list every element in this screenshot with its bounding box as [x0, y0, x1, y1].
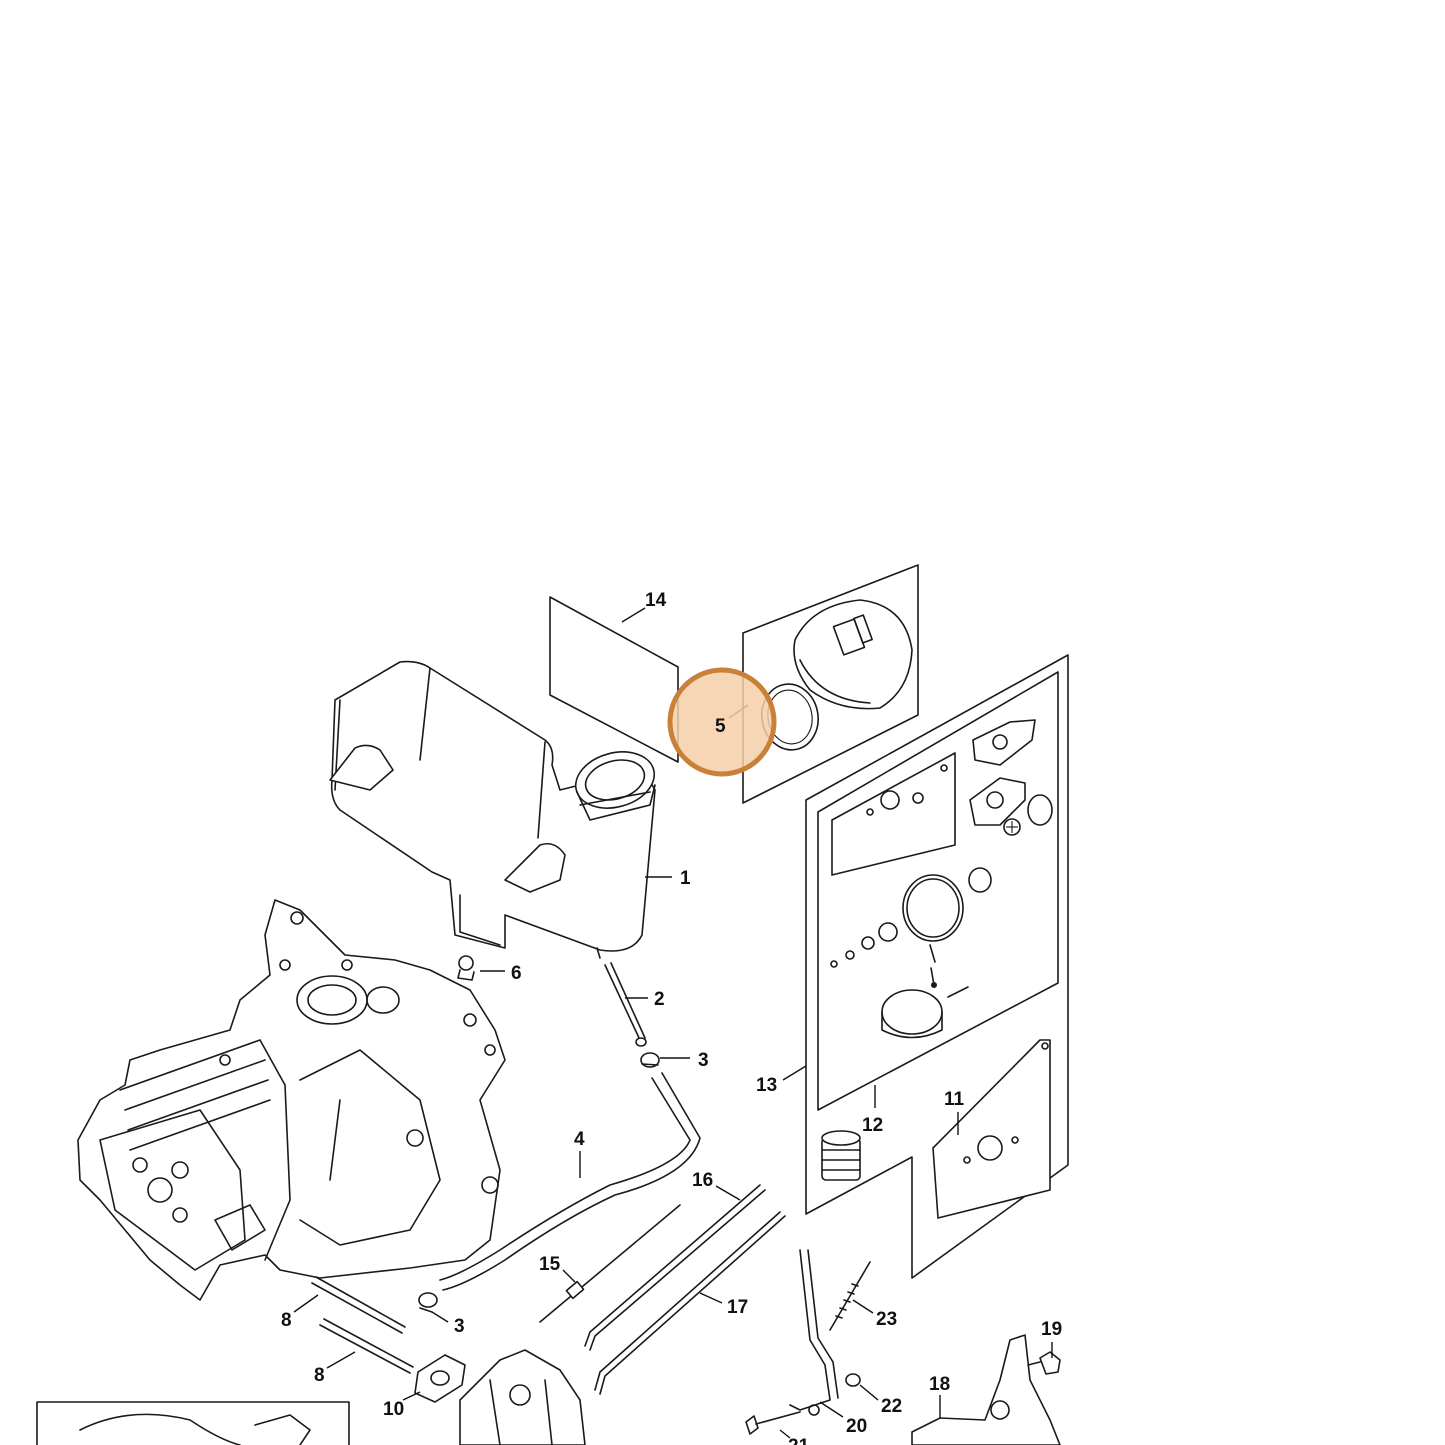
governor-lever-20[interactable]	[789, 1249, 839, 1416]
bracket-18[interactable]	[911, 1334, 1061, 1445]
highlight-marker[interactable]	[667, 667, 777, 777]
callout-3-upper[interactable]: 3	[698, 1050, 709, 1071]
bolt-6[interactable]	[457, 955, 475, 981]
callout-8-lower[interactable]: 8	[314, 1365, 325, 1386]
callout-19[interactable]: 19	[1041, 1319, 1062, 1340]
callout-6[interactable]: 6	[511, 963, 522, 984]
gasket-10[interactable]	[414, 1354, 466, 1403]
gasket-11[interactable]	[932, 1039, 1051, 1219]
stud-8-lower[interactable]	[319, 1318, 414, 1374]
fuel-hose-4[interactable]	[439, 1072, 701, 1291]
callout-4[interactable]: 4	[574, 1129, 585, 1150]
callout-1[interactable]: 1	[680, 868, 691, 889]
callout-2[interactable]: 2	[654, 989, 665, 1010]
rod-15[interactable]	[539, 1204, 681, 1323]
callout-14[interactable]: 14	[645, 590, 667, 611]
kit-12-panel[interactable]	[817, 671, 1059, 1111]
filter-element[interactable]	[821, 1130, 861, 1181]
bolt-19[interactable]	[1027, 1351, 1061, 1375]
callout-16[interactable]: 16	[692, 1170, 713, 1191]
spring-23[interactable]	[829, 1261, 871, 1331]
fuel-tank[interactable]	[329, 660, 661, 959]
callout-17[interactable]: 17	[727, 1297, 748, 1318]
bottom-left-kit-panel[interactable]	[36, 1401, 350, 1445]
callout-11[interactable]: 11	[944, 1089, 965, 1110]
linkage-rod-16[interactable]	[584, 1184, 766, 1351]
callout-22[interactable]: 22	[881, 1396, 902, 1417]
callout-20[interactable]: 20	[846, 1416, 867, 1437]
callout-10[interactable]: 10	[383, 1399, 404, 1420]
engine-block[interactable]	[77, 899, 506, 1301]
hose-clamp-3-upper[interactable]	[640, 1052, 660, 1068]
leader-lines	[293, 607, 1053, 1439]
callout-23[interactable]: 23	[876, 1309, 897, 1330]
stud-8-upper[interactable]	[311, 1276, 406, 1334]
carburetor[interactable]	[459, 1349, 586, 1445]
callout-8-upper[interactable]: 8	[281, 1310, 292, 1331]
linkage-rod-17[interactable]	[594, 1211, 786, 1395]
callout-5[interactable]: 5	[715, 716, 726, 737]
callout-12[interactable]: 12	[862, 1115, 883, 1136]
callout-18[interactable]: 18	[929, 1374, 950, 1395]
kit-14-gasket-card[interactable]	[549, 596, 679, 763]
callout-15[interactable]: 15	[539, 1254, 561, 1275]
callout-3-lower[interactable]: 3	[454, 1316, 465, 1337]
screw-21[interactable]	[745, 1411, 801, 1435]
callout-13[interactable]: 13	[756, 1075, 777, 1096]
callout-21[interactable]: 21	[788, 1436, 810, 1445]
callout-labels: 14 5 1 6 2 3 13 12 11 4 16 15 17 23 8 3 …	[281, 590, 1062, 1445]
kit-5-panel[interactable]	[742, 564, 919, 804]
hose-clamp-3-lower[interactable]	[418, 1292, 438, 1313]
fuel-cap[interactable]	[793, 599, 913, 710]
fuel-filter-2[interactable]	[604, 962, 647, 1047]
washer-22[interactable]	[845, 1373, 861, 1387]
